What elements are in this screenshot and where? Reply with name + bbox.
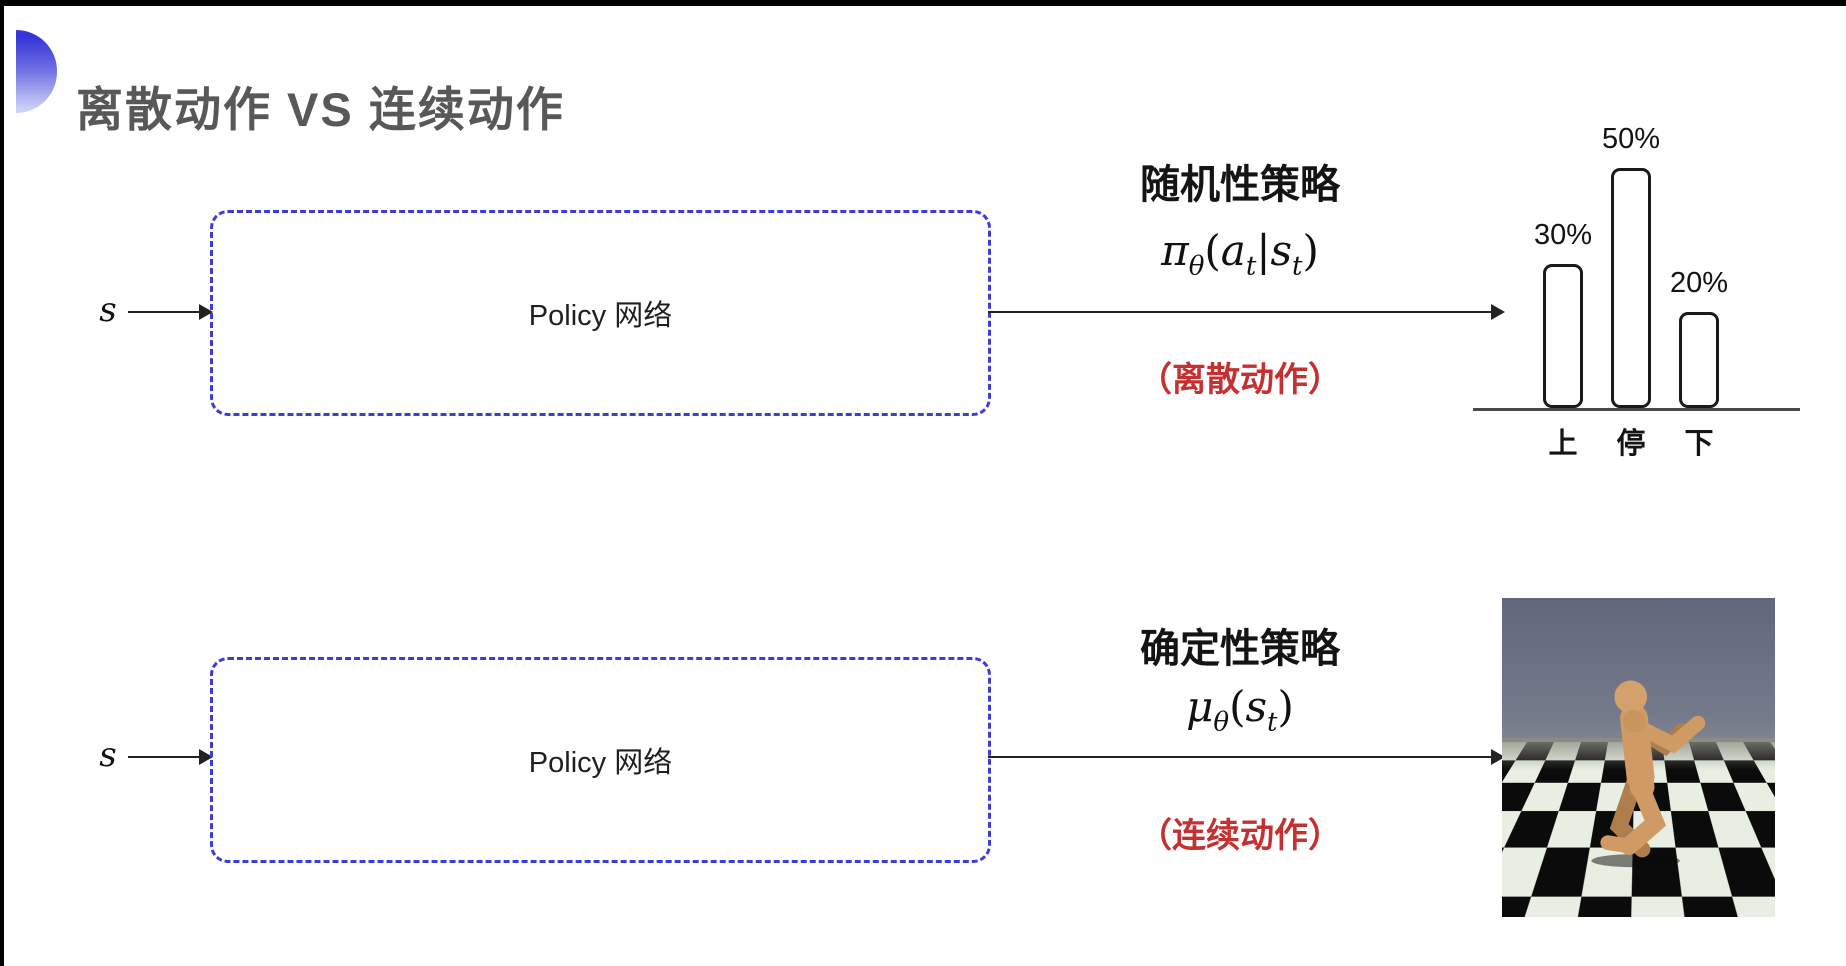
policy-network-label: Policy 网络	[528, 300, 673, 332]
title-bullet-icon	[16, 30, 57, 113]
letterbox-left	[0, 0, 4, 966]
action-probability-chart: 30% 50% 20% 上 停 下	[1473, 98, 1803, 470]
bar-category-label: 下	[1684, 428, 1714, 460]
bar-category-label: 上	[1548, 428, 1578, 460]
policy-network-box-bottom: Policy 网络	[210, 657, 991, 863]
output-arrow-bottom	[988, 749, 1505, 765]
bar	[1611, 168, 1651, 408]
chart-baseline	[1473, 408, 1800, 411]
input-arrow-bottom	[128, 749, 213, 765]
continuous-action-note: （连续动作）	[1138, 817, 1342, 855]
stochastic-policy-title: 随机性策略	[1140, 163, 1340, 207]
stochastic-policy-formula: πθ(at|st)	[1161, 226, 1319, 282]
page-title: 离散动作 VS 连续动作	[76, 83, 565, 137]
letterbox-top	[0, 0, 1846, 6]
discrete-action-note: （离散动作）	[1138, 361, 1342, 399]
bar-category-label: 停	[1616, 428, 1646, 460]
policy-network-box-top: Policy 网络	[210, 210, 991, 416]
output-arrow-top	[988, 304, 1505, 320]
bar-column: 30%	[1534, 219, 1592, 408]
policy-network-label: Policy 网络	[528, 747, 673, 779]
bar	[1543, 264, 1583, 408]
bar-value-label: 20%	[1669, 267, 1729, 299]
state-input-label-bottom: s	[99, 735, 117, 775]
chart-categories: 上停下	[1543, 420, 1719, 462]
bar-value-label: 30%	[1533, 219, 1593, 251]
humanoid-robot-figure	[1590, 680, 1705, 867]
state-input-label-top: s	[99, 290, 117, 330]
bar-value-label: 50%	[1601, 123, 1661, 155]
input-arrow-top	[128, 304, 213, 320]
chart-bars: 30% 50% 20%	[1534, 98, 1728, 408]
bar-column: 20%	[1670, 267, 1728, 408]
bar	[1679, 312, 1719, 408]
bar-column: 50%	[1602, 123, 1660, 408]
deterministic-policy-title: 确定性策略	[1140, 627, 1340, 671]
humanoid-simulation-image	[1502, 598, 1775, 917]
deterministic-policy-formula: μθ(st)	[1186, 682, 1294, 738]
